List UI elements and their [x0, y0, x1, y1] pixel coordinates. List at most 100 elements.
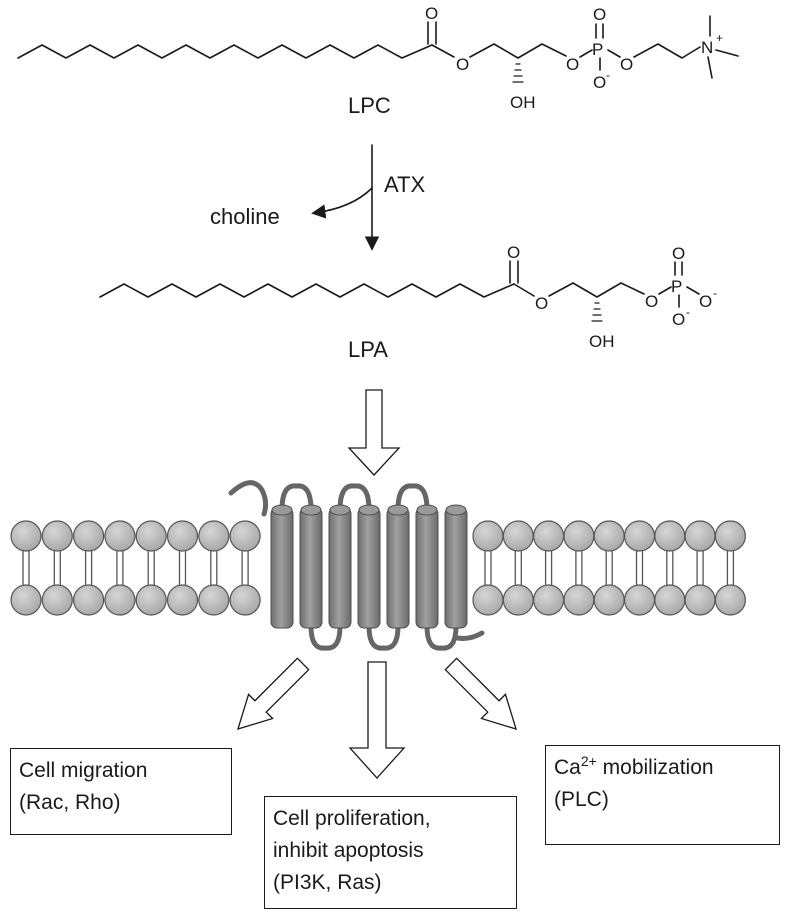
helix-cap	[329, 504, 351, 516]
lipid-head	[72, 584, 105, 616]
lipid-head	[654, 520, 686, 552]
lpc-positive-charge: +	[716, 31, 723, 45]
lpc-phosphate-o-right: O	[620, 55, 633, 74]
extracellular-loop	[279, 483, 314, 511]
lipid-head	[41, 520, 73, 552]
migration-line2: (Rac, Rho)	[19, 791, 121, 814]
lipid-head	[229, 584, 261, 616]
lipid-head	[502, 520, 534, 552]
transmembrane-helix	[270, 507, 294, 629]
proliferation-line2: inhibit apoptosis	[273, 839, 424, 862]
transmembrane-helix	[386, 507, 410, 629]
lipid-head	[198, 584, 230, 616]
lipid-head	[532, 520, 565, 552]
helix-cap	[445, 504, 467, 516]
lipid-head	[684, 584, 716, 616]
lipid-head	[714, 584, 747, 616]
lpc-label: LPC	[348, 93, 391, 118]
transmembrane-helix	[328, 507, 352, 629]
lpc-glycerol	[469, 43, 567, 59]
lpa-carbonyl-o: O	[507, 243, 520, 262]
lipid-bilayer	[10, 520, 747, 616]
calcium-suffix: mobilization	[596, 756, 714, 779]
lipid-head	[684, 520, 716, 552]
lipid-head	[563, 584, 595, 616]
lipid-head	[135, 584, 167, 616]
extracellular-loop	[337, 483, 372, 511]
lpc-hydroxyl: OH	[510, 93, 536, 112]
receptor-transmembrane-helices	[270, 483, 468, 651]
helix-cap	[358, 504, 380, 516]
transmembrane-helix	[357, 507, 381, 629]
calcium-line1: Ca2+ mobilization	[554, 752, 771, 784]
lpc-ester-o: O	[456, 55, 469, 74]
lipid-head	[502, 584, 534, 616]
lpa-hydroxyl: OH	[589, 332, 615, 351]
lpa-label: LPA	[348, 337, 388, 362]
receptor-n-terminus	[228, 480, 269, 517]
lipid-head	[104, 520, 136, 552]
lipid-head	[623, 584, 656, 616]
lpa-acyl-chain	[99, 283, 515, 298]
byproduct-label: choline	[210, 204, 280, 229]
lpc-choline-chain	[633, 43, 701, 59]
lipid-head	[593, 520, 625, 552]
lipid-head	[229, 520, 261, 552]
enzyme-label: ATX	[384, 172, 425, 197]
lipid-head	[472, 584, 504, 616]
lpc-hashed-wedge	[512, 63, 524, 83]
helix-cap	[387, 504, 409, 516]
lpc-phosphate-o-minus: O	[593, 73, 606, 92]
intracellular-loop	[308, 625, 343, 651]
lpc-acyl-chain	[17, 44, 433, 59]
lpa-phosphate-o-left: O	[645, 292, 658, 311]
lipid-head	[714, 520, 747, 552]
lpa-phosphate-o-top: O	[672, 244, 685, 263]
lipid-head	[166, 520, 199, 552]
lpa-hashed-wedge	[591, 302, 603, 322]
lipid-head	[135, 520, 167, 552]
transmembrane-helix	[415, 507, 439, 629]
helix-cap	[416, 504, 438, 516]
lipid-head	[532, 584, 565, 616]
arrow-to-calcium	[444, 657, 518, 731]
lpc-phosphate-o-top: O	[593, 5, 606, 24]
migration-box: Cell migration (Rac, Rho)	[10, 748, 232, 835]
lpa-negative-charge-bottom: -	[686, 305, 690, 319]
lpa-negative-charge-right: -	[713, 286, 717, 300]
lpa-to-receptor-arrow	[347, 389, 401, 476]
lipid-head	[10, 584, 42, 616]
extracellular-loop	[395, 483, 430, 511]
lipid-head	[72, 520, 105, 552]
lpc-carbonyl-o: O	[425, 4, 438, 23]
calcium-prefix: Ca	[554, 756, 581, 779]
transmembrane-helix	[444, 507, 468, 629]
lpa-phosphate-o-right: O	[699, 292, 712, 311]
transmembrane-helix	[299, 507, 323, 629]
lipid-head	[104, 584, 136, 616]
lipid-head	[166, 584, 199, 616]
helix-cap	[271, 504, 293, 516]
calcium-box: Ca2+ mobilization (PLC)	[545, 745, 780, 845]
lpa-molecule: O O OH O P O O - O -	[99, 243, 717, 351]
calcium-superscript: 2+	[580, 753, 597, 769]
lpa-phosphate-o-bottom: O	[672, 310, 685, 329]
lipid-head	[563, 520, 595, 552]
proliferation-box: Cell proliferation, inhibit apoptosis (P…	[264, 796, 517, 909]
lipid-head	[593, 584, 625, 616]
lpc-methyl-right	[715, 49, 739, 57]
lpa-glycerol	[548, 282, 645, 298]
intracellular-loop	[366, 625, 401, 651]
lipid-head	[654, 584, 686, 616]
lipid-head	[198, 520, 230, 552]
calcium-line2: (PLC)	[554, 788, 609, 811]
lpc-nitrogen: N	[701, 38, 713, 57]
lpa-receptor-gpcr	[228, 480, 485, 651]
migration-line1: Cell migration	[19, 759, 148, 782]
lpa-ester-o: O	[535, 294, 548, 313]
arrow-to-proliferation	[348, 661, 406, 779]
helix-cap	[300, 504, 322, 516]
arrow-to-migration	[236, 657, 310, 731]
lpc-phosphorus: P	[592, 40, 603, 59]
choline-release-arrow	[311, 187, 373, 219]
